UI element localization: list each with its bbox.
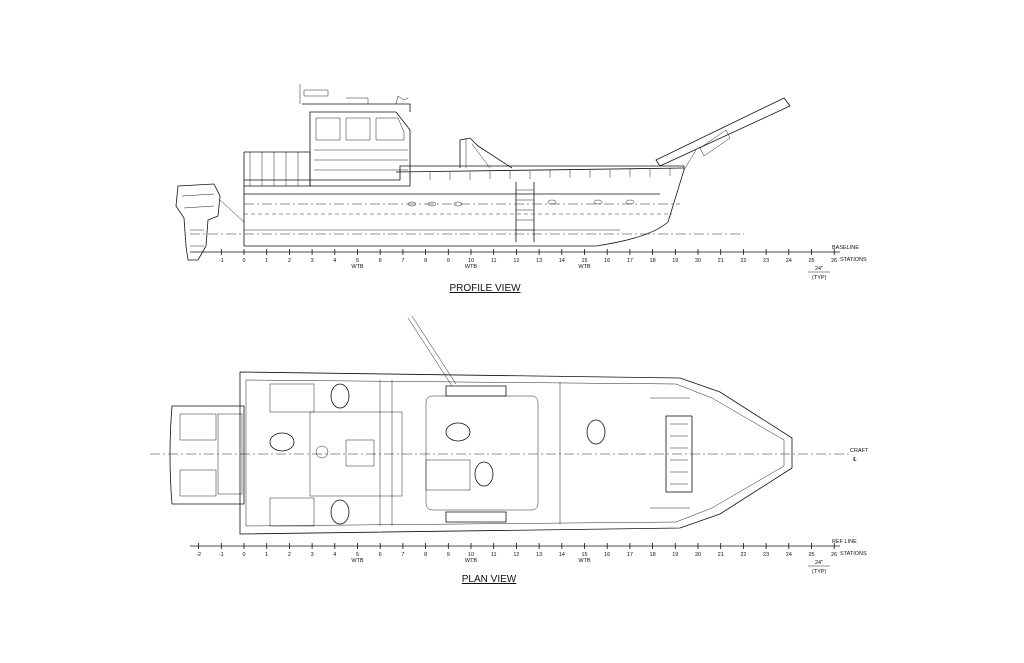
baseline-label: BASELINE [832, 245, 859, 251]
plan-hull-outline [239, 371, 793, 535]
station-label: 0 [242, 552, 245, 558]
station-label: 14 [559, 552, 565, 558]
wtb-label: WTB [351, 264, 364, 270]
station-label: 21 [718, 258, 724, 264]
station-label: 16 [604, 258, 610, 264]
station-label: 15 [581, 552, 587, 558]
station-label: 7 [401, 552, 404, 558]
station-label: 0 [242, 258, 245, 264]
wheelhouse [299, 84, 411, 187]
station-label: 19 [672, 552, 678, 558]
station-label: 3 [311, 258, 314, 264]
profile-rail [244, 151, 685, 187]
wtb-label: WTB [351, 558, 364, 564]
plan-view [150, 315, 850, 535]
profile-stations-label: STATIONS [840, 257, 867, 263]
station-label: 9 [447, 258, 450, 264]
station-label: -1 [219, 552, 224, 558]
station-label: 18 [650, 552, 656, 558]
station-label: 17 [627, 258, 633, 264]
station-label: 16 [604, 552, 610, 558]
station-label: 7 [401, 258, 404, 264]
station-label: 8 [424, 258, 427, 264]
station-label: 13 [536, 552, 542, 558]
station-label: 19 [672, 258, 678, 264]
station-label: 26 [831, 552, 837, 558]
station-label: 25 [808, 258, 814, 264]
station-label: 9 [447, 552, 450, 558]
station-label: -2 [196, 552, 201, 558]
profile-typ-spacing: 24" [815, 266, 823, 272]
station-label: 1 [265, 552, 268, 558]
station-label: 24 [786, 258, 792, 264]
station-label: 18 [650, 258, 656, 264]
station-label: 8 [424, 552, 427, 558]
station-label: 6 [379, 552, 382, 558]
station-label: 15 [581, 258, 587, 264]
station-label: 5 [356, 258, 359, 264]
plan-bow-ramp [650, 397, 693, 509]
deck-hatches [269, 383, 539, 527]
centerline-symbol: ℄ [852, 457, 857, 463]
station-label: 14 [559, 258, 565, 264]
wtb-label: WTB [465, 264, 478, 270]
boarding-ladder [515, 182, 535, 242]
plan-typ-note: (TYP) [812, 569, 827, 575]
port-holes [407, 199, 635, 207]
plan-cranes [407, 315, 507, 523]
profile-crane [459, 137, 513, 169]
station-label: 2 [288, 552, 291, 558]
station-label: 20 [695, 258, 701, 264]
station-label: 23 [763, 258, 769, 264]
station-label: 4 [333, 258, 336, 264]
ref-line-label: REF LINE [832, 539, 857, 545]
manholes [269, 383, 606, 525]
profile-view-title: PROFILE VIEW [449, 283, 521, 294]
station-label: -1 [219, 258, 224, 264]
station-label: 25 [808, 552, 814, 558]
plan-typ-spacing: 24" [815, 560, 823, 566]
profile-typ-note: (TYP) [812, 275, 827, 281]
station-label: 6 [379, 258, 382, 264]
wtb-label: WTB [578, 264, 591, 270]
station-label: 22 [740, 258, 746, 264]
plan-view-title: PLAN VIEW [462, 574, 517, 585]
station-label: 2 [288, 258, 291, 264]
wtb-label: WTB [465, 558, 478, 564]
station-label: 5 [356, 552, 359, 558]
station-label: 13 [536, 258, 542, 264]
station-label: 17 [627, 552, 633, 558]
transom-platform [169, 405, 245, 505]
station-label: 26 [831, 258, 837, 264]
wtb-label: WTB [578, 558, 591, 564]
station-label: 22 [740, 552, 746, 558]
bow-ramp [655, 97, 791, 171]
profile-view [175, 84, 791, 261]
station-label: 10 [468, 258, 474, 264]
station-label: 12 [513, 258, 519, 264]
station-label: 1 [265, 258, 268, 264]
profile-hull [243, 152, 685, 247]
plan-stations-label: STATIONS [840, 551, 867, 557]
station-label: 3 [311, 552, 314, 558]
craft-label: CRAFT [850, 448, 869, 454]
outboard-engine-profile [175, 183, 245, 261]
station-label: 23 [763, 552, 769, 558]
station-label: 11 [491, 552, 497, 558]
station-label: 12 [513, 552, 519, 558]
station-label: 21 [718, 552, 724, 558]
station-label: 24 [786, 552, 792, 558]
station-label: 20 [695, 552, 701, 558]
station-label: 10 [468, 552, 474, 558]
station-label: 4 [333, 552, 336, 558]
station-label: 11 [491, 258, 497, 264]
